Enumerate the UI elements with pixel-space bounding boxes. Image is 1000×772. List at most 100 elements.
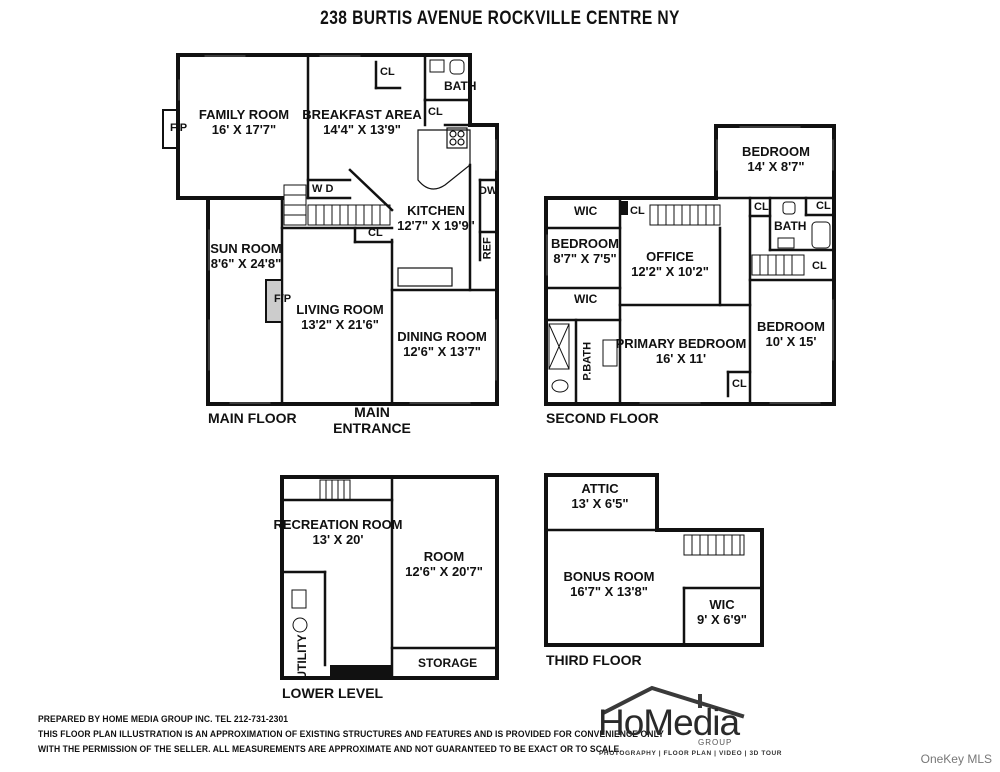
room-dim: 13' X 20' [312,531,364,547]
storage-label: STORAGE [418,656,478,670]
main-closet-label-3: CL [368,227,383,239]
dining-room-label: DINING ROOM 12'6" X 13'7" [397,329,487,360]
main-closet-label-1: CL [380,66,395,78]
third-floor-walls [544,473,764,647]
room-dim: 10' X 15' [765,333,817,349]
room-name: BONUS ROOM [563,569,655,584]
homedia-logo-roof [602,685,745,719]
room-dim: 13' X 6'5" [571,495,629,511]
third-floor-inner-walls [544,528,764,647]
powder-bath-label: P.BATH [581,341,594,381]
room-dim: 8'7" X 7'5" [553,250,617,266]
mls-watermark: OneKey MLS [920,752,992,766]
room-dim: 16'7" X 13'8" [570,583,648,599]
footer-line-3: WITH THE PERMISSION OF THE SELLER. ALL M… [38,744,622,755]
room-dim: 12'6" X 20'7" [405,563,483,579]
homedia-tagline: PHOTOGRAPHY | FLOOR PLAN | VIDEO | 3D TO… [599,750,783,757]
room-name: OFFICE [646,249,694,264]
main-floor-windows [178,55,497,404]
dishwasher-label: DW [479,185,498,197]
room-dim: 9' X 6'9" [697,611,747,627]
utility-label: UTILITY [295,634,310,680]
washer-dryer-label: W D [312,183,334,195]
room-dim: 16' X 11' [655,350,707,366]
footer-line-2: THIS FLOOR PLAN ILLUSTRATION IS AN APPRO… [38,729,664,740]
main-floor-label: MAIN FLOOR [208,410,297,426]
second-floor-stairs [649,204,805,276]
room-dim: 8'6" X 24'8" [210,255,282,271]
room-name: BREAKFAST AREA [302,107,422,122]
attic-label: ATTIC 13' X 6'5" [571,481,629,512]
second-floor-label: SECOND FLOOR [546,410,659,426]
room-name: RECREATION ROOM [273,517,403,532]
second-closet-label-2: CL [754,201,769,213]
recreation-room-label: RECREATION ROOM 13' X 20' [273,517,403,548]
room-dim: 14'4" X 13'9" [323,121,401,137]
room-name: WIC [709,597,735,612]
room-name: FAMILY ROOM [198,107,290,122]
main-bath-label: BATH [444,79,477,93]
homedia-logo-text: HoMedia [598,702,740,743]
homedia-logo-sub: GROUP [698,738,733,747]
plan-title: 238 BURTIS AVENUE ROCKVILLE CENTRE NY [320,8,680,29]
room-name: ATTIC [581,481,619,496]
room-dim: 12'2" X 10'2" [631,263,709,279]
second-bath-label: BATH [774,219,807,233]
third-wic-label: WIC 9' X 6'9" [697,597,747,628]
fireplace-label-1: F/P [170,122,188,134]
entrance-line-1: MAIN [354,404,390,420]
room-name: BEDROOM [742,144,810,159]
room-label: ROOM 12'6" X 20'7" [405,549,483,580]
entrance-line-2: ENTRANCE [333,420,411,437]
main-closet-label-2: CL [428,106,443,118]
main-floor-stairs [283,184,391,226]
kitchen-label: KITCHEN 12'7" X 19'9" [397,203,475,234]
room-name: BEDROOM [757,319,825,334]
footer-line-1: PREPARED BY HOME MEDIA GROUP INC. TEL 21… [38,714,289,725]
lower-level-dark-wall [330,665,392,678]
main-entrance-label: MAIN ENTRANCE [333,404,411,436]
sun-room-label: SUN ROOM 8'6" X 24'8" [210,241,282,272]
room-dim: 14' X 8'7" [747,158,805,174]
second-floor-fixtures [548,201,831,393]
office-label: OFFICE 12'2" X 10'2" [631,249,709,280]
second-floor-windows [546,126,834,404]
kitchen-fixtures [397,127,471,287]
breakfast-area-label: BREAKFAST AREA 14'4" X 13'9" [302,107,422,138]
second-closet-label-1: CL [630,205,645,217]
bedroom-left-label: BEDROOM 8'7" X 7'5" [551,236,619,267]
room-name: SUN ROOM [210,241,282,256]
second-closet-label-3: CL [816,200,831,212]
lower-level-walls [280,475,499,680]
bonus-room-label: BONUS ROOM 16'7" X 13'8" [563,569,655,600]
primary-bedroom-label: PRIMARY BEDROOM 16' X 11' [615,336,747,367]
refrigerator-label: REF [481,237,494,260]
family-room-label: FAMILY ROOM 16' X 17'7" [198,107,290,138]
bedroom-top-label: BEDROOM 14' X 8'7" [742,144,810,175]
chimney-block [620,201,628,215]
room-dim: 16' X 17'7" [211,121,277,137]
room-name: KITCHEN [407,203,465,218]
room-name: DINING ROOM [397,329,487,344]
room-name: LIVING ROOM [296,302,384,317]
room-dim: 13'2" X 21'6" [301,316,379,332]
second-floor-inner-walls [544,196,836,406]
lower-level-label: LOWER LEVEL [282,685,384,701]
second-closet-label-5: CL [732,378,747,390]
room-name: BEDROOM [551,236,619,251]
third-floor-stairs [683,534,745,556]
room-dim: 12'7" X 19'9" [397,217,475,233]
room-dim: 12'6" X 13'7" [403,343,481,359]
wic-label-2: WIC [574,292,598,306]
room-name: PRIMARY BEDROOM [615,336,747,351]
main-bath-fixtures [429,59,465,75]
wic-label-1: WIC [574,204,598,218]
lower-level-stairs [291,479,351,633]
fireplaces [162,109,283,323]
living-room-label: LIVING ROOM 13'2" X 21'6" [296,302,384,333]
third-floor-label: THIRD FLOOR [546,652,642,668]
second-closet-label-4: CL [812,260,827,272]
bedroom-right-label: BEDROOM 10' X 15' [757,319,825,350]
room-name: ROOM [423,549,465,564]
